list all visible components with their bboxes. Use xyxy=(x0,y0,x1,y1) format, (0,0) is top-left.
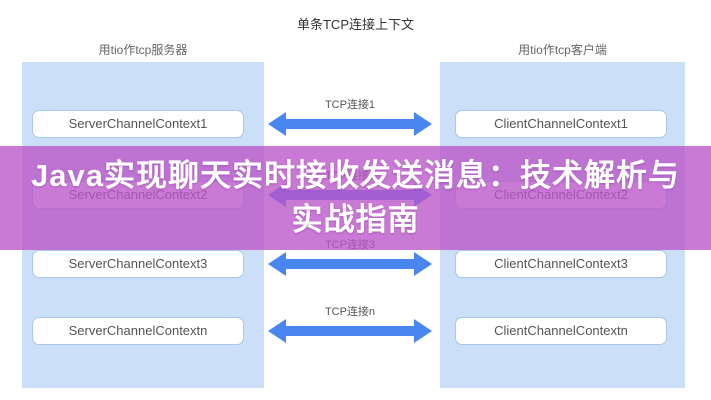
server-panel-title: 用tio作tcp服务器 xyxy=(98,43,188,57)
server-node-1: ServerChannelContext1 xyxy=(32,110,244,138)
tcp-connection-arrow-n xyxy=(268,319,432,343)
diagram-title: 单条TCP连接上下文 xyxy=(296,17,414,32)
client-node-3: ClientChannelContext3 xyxy=(455,250,667,278)
arrow-bar xyxy=(283,326,417,336)
server-node-n: ServerChannelContextn xyxy=(32,317,244,345)
tcp-connection-arrow-3 xyxy=(268,252,432,276)
banner-title-line-2: 实战指南 xyxy=(291,202,420,237)
client-panel-title: 用tio作tcp客户端 xyxy=(518,43,607,57)
arrow-bar xyxy=(283,119,417,129)
banner-title-line-1: Java实现聊天实时接收发送消息：技术解析与 xyxy=(31,158,680,193)
tcp-connection-arrow-1 xyxy=(268,112,432,136)
tcp-connection-label-n: TCP连接n xyxy=(324,306,376,318)
tcp-connection-label-1: TCP连接1 xyxy=(324,99,376,111)
server-node-3: ServerChannelContext3 xyxy=(32,250,244,278)
arrow-bar xyxy=(283,259,417,269)
title-banner: Java实现聊天实时接收发送消息：技术解析与 实战指南 xyxy=(0,146,711,250)
client-node-n: ClientChannelContextn xyxy=(455,317,667,345)
client-node-1: ClientChannelContext1 xyxy=(455,110,667,138)
